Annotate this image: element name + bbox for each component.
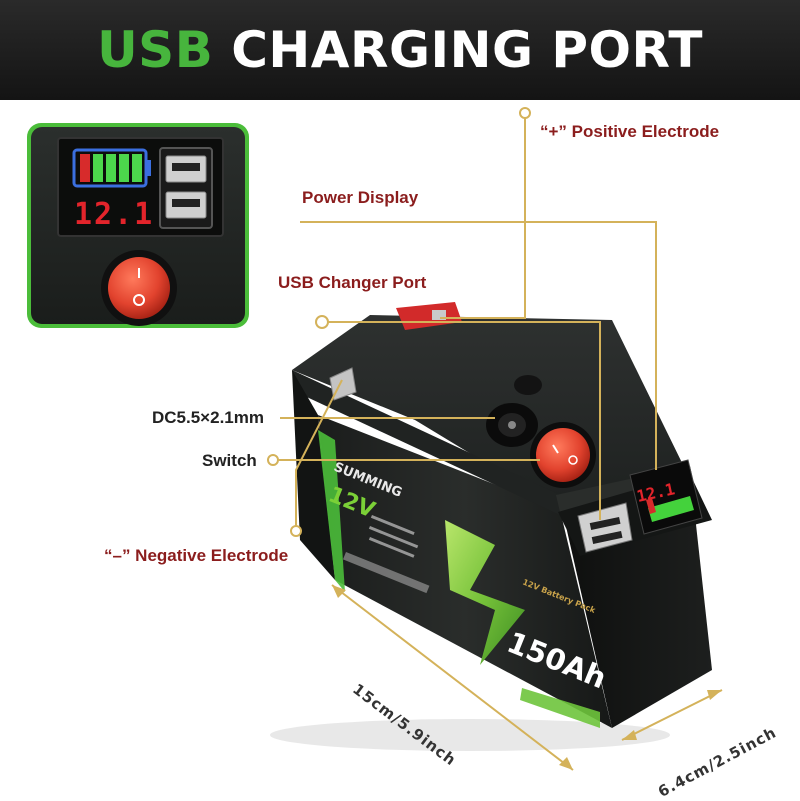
callout-power-display: Power Display [302,188,419,207]
callout-positive-electrode: “+” Positive Electrode [540,122,720,141]
lightning-bolt-graphic [445,520,525,665]
dc-port [486,375,542,447]
callout-usb-port: USB Changer Port [278,273,427,292]
callout-dc-port: DC5.5×2.1mm [152,408,264,427]
banner-title: USB CHARGING PORT [97,21,703,79]
inset-closeup: 12.1 [27,123,249,328]
inset-voltage-readout: 12.1 [74,197,154,232]
battery-switch [530,422,596,488]
usb-display-module: 12.1 [558,459,712,556]
inset-usb-ports [159,147,213,229]
callout-lines [267,107,723,771]
inset-battery-gauge [72,148,151,188]
battery-body: 12.1 SUMMING 12V 150Ah 12V Battery Pack [270,302,712,751]
banner-title-rest: CHARGING PORT [231,21,703,79]
callout-switch: Switch [202,451,257,470]
title-banner: USB CHARGING PORT [0,0,800,100]
callout-negative-electrode: “–” Negative Electrode [104,546,289,565]
inset-switch [101,250,177,326]
banner-accent-word: USB [97,21,214,79]
